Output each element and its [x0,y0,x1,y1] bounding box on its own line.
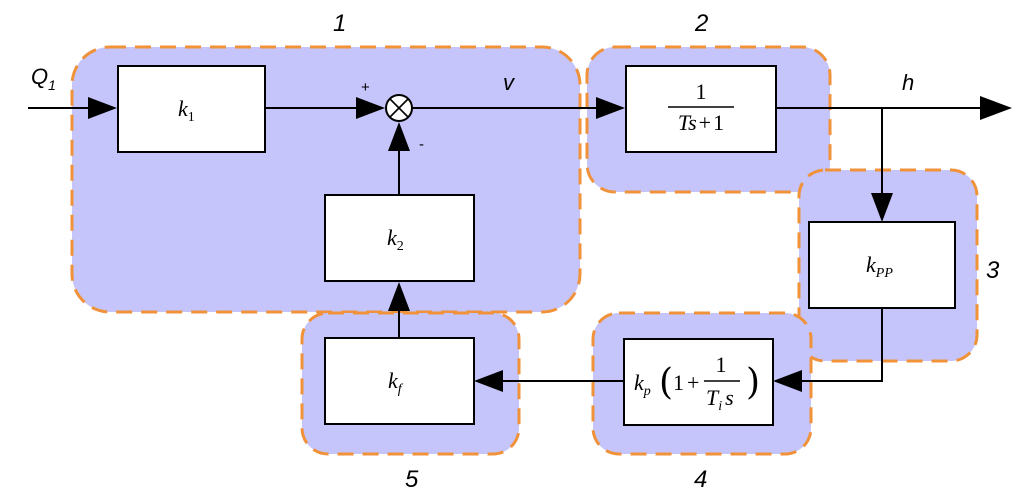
pi-close-paren: ) [746,362,760,403]
group-4-label: 4 [694,466,707,493]
arrowhead-sum-plus [356,97,385,119]
group-2-label: 2 [694,10,708,37]
block-pi-box [623,338,774,426]
arrowhead-kpp-in [871,193,893,222]
block-kf: kf [324,337,475,425]
signal-h-label: h [902,70,914,95]
plant-numerator: 1 [696,79,707,104]
arrowhead-sum-minus [388,122,410,151]
arrowhead-input [88,97,117,119]
sum-plus-sign: + [361,79,370,96]
wire-kpp-to-pi [788,308,883,382]
block-k1: k1 [117,65,266,153]
sum-minus-sign: - [419,136,424,153]
block-kpp-label: kPP [866,252,893,281]
pi-fraction-numerator: 1 [716,352,727,377]
block-kpp-box [808,221,956,309]
arrowhead-plant-in [596,97,625,119]
pi-open-paren: ( [659,362,673,403]
arrowhead-k2-in [388,282,410,311]
block-kpp: kPP [808,221,956,309]
block-kf-label: kf [388,368,404,397]
block-k2: k2 [324,194,475,282]
signal-v-label: v [503,70,516,95]
summing-junction [385,94,413,122]
block-k2-box [324,194,475,282]
block-k1-label: k1 [178,96,195,125]
block-plant: 1 Ts+1 [625,65,777,153]
pi-plus: + [687,370,699,395]
arrowhead-kf-in [474,370,503,392]
arrowhead-pi-in [773,370,802,392]
signal-input-label: Q1 [31,64,56,93]
group-3-label: 3 [986,257,1000,284]
block-kf-box [324,337,475,425]
group-1-label: 1 [333,10,346,37]
pi-gain: kp [634,370,651,399]
block-k1-box [117,65,266,153]
plant-denominator: Ts+1 [678,110,724,135]
group-5-label: 5 [405,466,419,493]
block-plant-box [625,65,777,153]
summing-junction-cross-b [389,98,409,118]
block-k2-label: k2 [387,225,404,254]
pi-one: 1 [673,370,684,395]
arrowhead-output [980,96,1012,120]
